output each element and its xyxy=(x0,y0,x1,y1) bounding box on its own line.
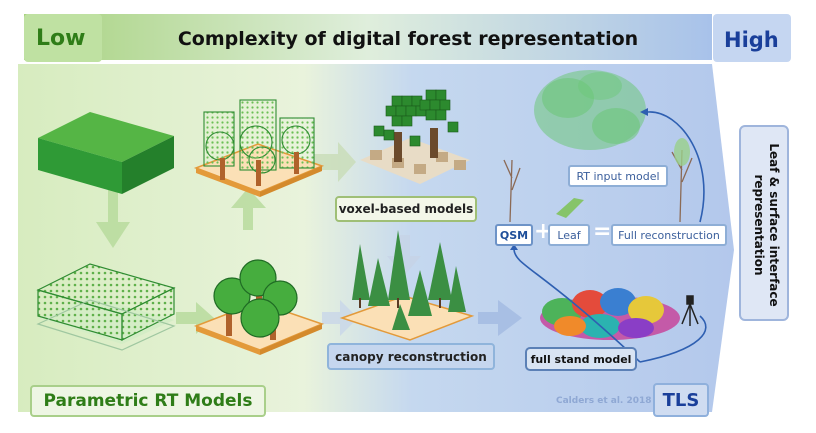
canopy-reconstruction-label: canopy reconstruction xyxy=(327,343,495,370)
tls-label: TLS xyxy=(653,383,709,417)
full-stand-model-label: full stand model xyxy=(525,347,637,371)
canopy-reconstruction-art xyxy=(339,230,475,341)
full-stand-art xyxy=(540,288,680,340)
high-badge xyxy=(713,14,791,62)
rt-input-model-label: RT input model xyxy=(568,165,668,187)
voxel-model-art xyxy=(360,89,470,184)
citation: Calders et al. 2018 xyxy=(556,396,652,406)
rt-input-point-cloud xyxy=(534,70,646,150)
leaf-label: Leaf xyxy=(548,224,590,246)
voxel-models-label: voxel-based models xyxy=(335,196,477,222)
low-badge xyxy=(24,14,102,62)
diagram-title: Complexity of digital forest representat… xyxy=(177,28,639,50)
full-reconstruction-label: Full reconstruction xyxy=(611,224,727,246)
header-band xyxy=(24,14,712,60)
tls-scanner-icon xyxy=(681,295,699,326)
side-label-box: Leaf & surface interface representation xyxy=(739,125,789,321)
complexity-high-label: High xyxy=(724,28,779,52)
complexity-low-label: Low xyxy=(36,26,86,51)
equals-sign: = xyxy=(593,219,612,244)
side-label-text: Leaf & surface interface representation xyxy=(752,143,781,307)
parametric-rt-models-label: Parametric RT Models xyxy=(30,385,266,417)
qsm-label: QSM xyxy=(495,224,533,246)
plus-sign: + xyxy=(534,219,553,244)
